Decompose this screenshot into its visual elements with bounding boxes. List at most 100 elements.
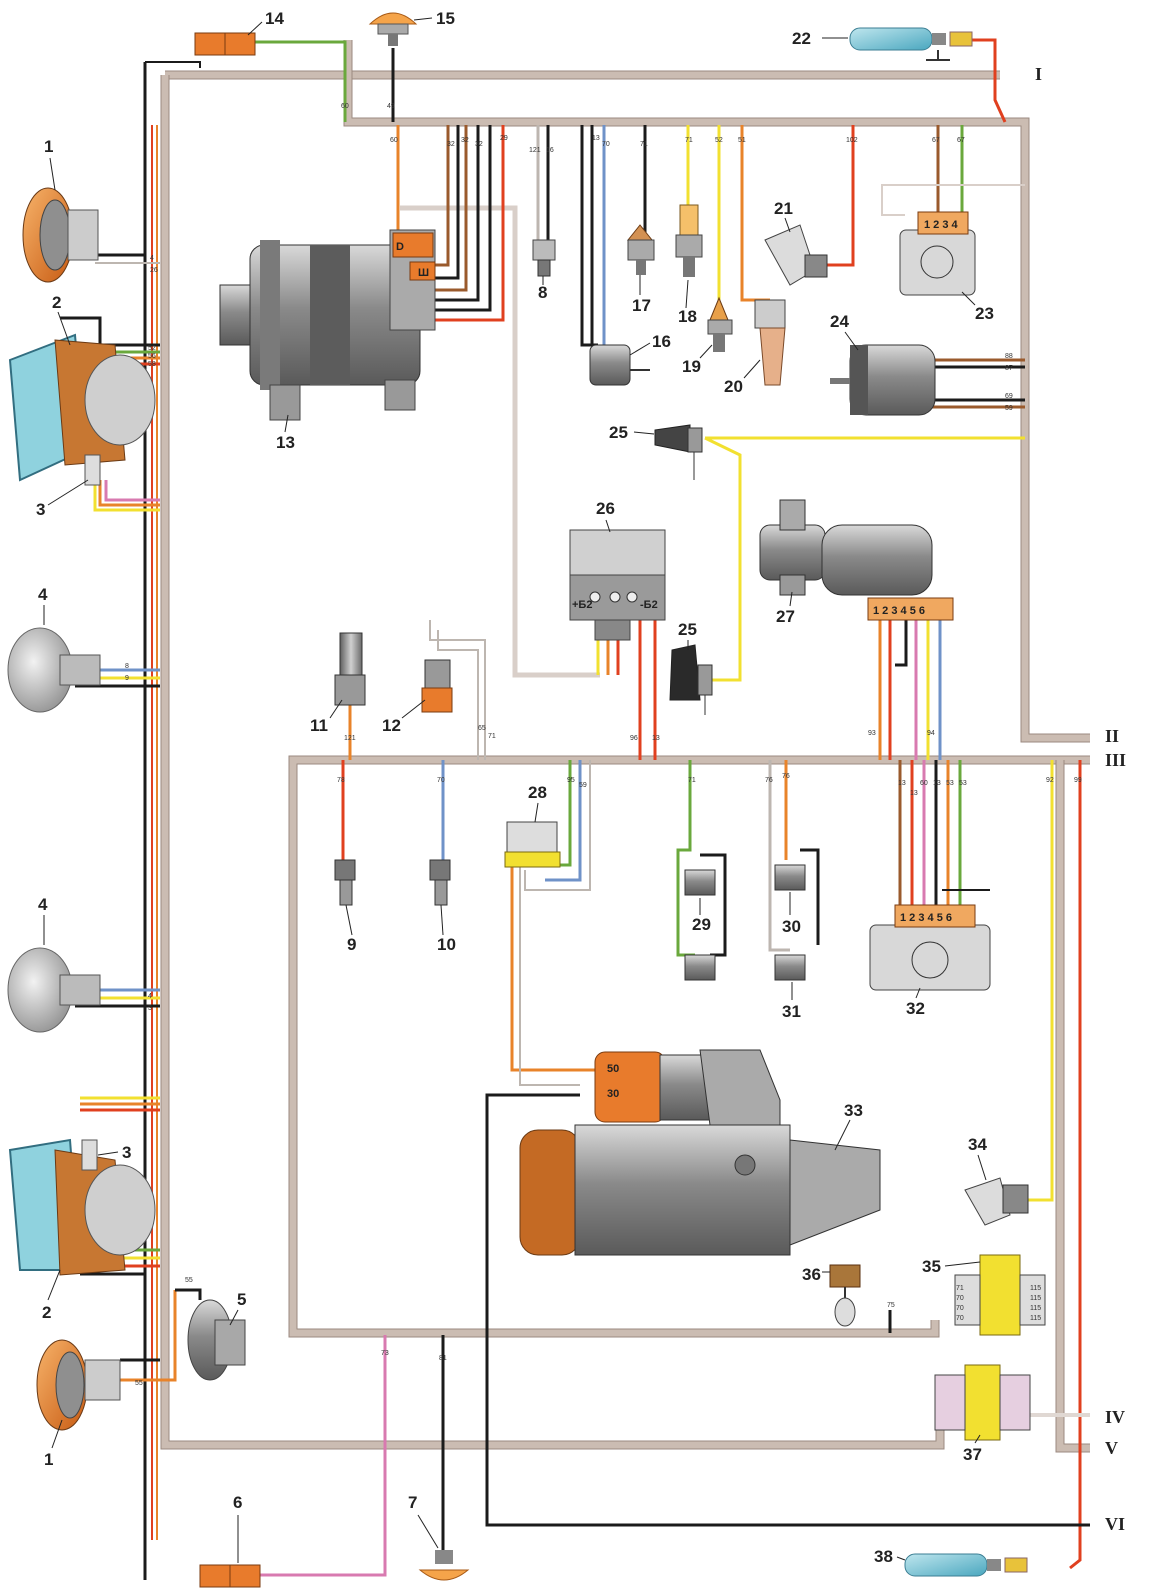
wire-number: 70 bbox=[956, 1305, 964, 1312]
component-8-sensor bbox=[532, 239, 556, 277]
wire-number: 59 bbox=[579, 782, 587, 789]
wire-number: 93 bbox=[868, 730, 876, 737]
component-32-relay: 1 2 3 4 5 6 bbox=[869, 904, 991, 991]
wire-number: 75 bbox=[887, 1302, 895, 1309]
component-1-top bbox=[22, 187, 99, 283]
wire-number: 71 bbox=[488, 733, 496, 740]
label-21: 21 bbox=[774, 199, 793, 218]
wire-number: 121 bbox=[529, 147, 541, 154]
label-34: 34 bbox=[968, 1135, 987, 1154]
component-13-generator: D Ш bbox=[219, 229, 436, 421]
wire-number: 70 bbox=[956, 1295, 964, 1302]
wire-number: 52 bbox=[148, 345, 156, 352]
label-8: 8 bbox=[538, 283, 547, 302]
label-1-top: 1 bbox=[44, 137, 53, 156]
label-24: 24 bbox=[830, 312, 849, 331]
wire-number: 96 bbox=[630, 735, 638, 742]
harness-label-IV: IV bbox=[1105, 1407, 1125, 1427]
wire-number: 55 bbox=[185, 1277, 193, 1284]
component-1-bottom bbox=[36, 1339, 121, 1431]
component-4-bottom bbox=[7, 947, 101, 1033]
label-1-bottom: 1 bbox=[44, 1450, 53, 1469]
wire-number: 87 bbox=[1005, 365, 1013, 372]
harness-label-VI: VI bbox=[1105, 1514, 1125, 1534]
wire-number: 13 bbox=[592, 135, 600, 142]
wire-number: 71 bbox=[640, 141, 648, 148]
wire-number: 4 bbox=[148, 993, 152, 1000]
component-9-sensor bbox=[334, 859, 356, 906]
component-28-relay bbox=[504, 821, 561, 868]
wire-number: 71 bbox=[956, 1285, 964, 1292]
component-3-top bbox=[84, 454, 101, 486]
label-6: 6 bbox=[233, 1493, 242, 1512]
component-6-connector bbox=[199, 1564, 261, 1588]
wire-number: 49 bbox=[387, 103, 395, 110]
wire-number: 52 bbox=[715, 137, 723, 144]
starter-50-label: 50 bbox=[607, 1063, 619, 1075]
reg-plus-label: +Б2 bbox=[572, 599, 592, 611]
component-2-bottom bbox=[8, 1138, 156, 1276]
wire-number: 76 bbox=[782, 773, 790, 780]
wire-number: 4 bbox=[150, 255, 154, 262]
reg-minus-label: -Б2 bbox=[640, 599, 658, 611]
gen-sh-label: Ш bbox=[418, 267, 429, 279]
wire-number: 59 bbox=[1005, 405, 1013, 412]
wire-number: 3 bbox=[148, 1005, 152, 1012]
label-16: 16 bbox=[652, 332, 671, 351]
wire-number: 32 bbox=[461, 137, 469, 144]
harness-labels: I II III IV V VI bbox=[1035, 64, 1126, 1534]
wire-number: 115 bbox=[1030, 1285, 1041, 1292]
label-18: 18 bbox=[678, 307, 697, 326]
label-22: 22 bbox=[792, 29, 811, 48]
wire-number: 56 bbox=[148, 353, 156, 360]
component-36 bbox=[829, 1264, 861, 1327]
label-33: 33 bbox=[844, 1101, 863, 1120]
component-37-block bbox=[934, 1364, 1031, 1441]
wire-number: 32 bbox=[475, 141, 483, 148]
component-16-distributor bbox=[589, 344, 650, 386]
wire-number: 115 bbox=[1030, 1305, 1041, 1312]
harness-label-I: I bbox=[1035, 64, 1042, 84]
wire-number: 13 bbox=[933, 780, 941, 787]
wire-number: 92 bbox=[1046, 777, 1054, 784]
wire-number: 65 bbox=[478, 725, 486, 732]
component-19-sensor bbox=[707, 296, 733, 352]
wire-number: 13 bbox=[910, 790, 918, 797]
component-2-top bbox=[8, 333, 156, 482]
component-23-relay: 1 2 3 4 bbox=[899, 211, 976, 296]
wire-number: 115 bbox=[1030, 1295, 1041, 1302]
component-3-bottom bbox=[81, 1139, 98, 1171]
component-12 bbox=[421, 659, 453, 713]
gen-d-label: D bbox=[396, 241, 404, 253]
starter-30-label: 30 bbox=[607, 1088, 619, 1100]
label-2-bottom: 2 bbox=[42, 1303, 51, 1322]
label-9: 9 bbox=[347, 935, 356, 954]
label-30: 30 bbox=[782, 917, 801, 936]
wire-number: 69 bbox=[1005, 393, 1013, 400]
wire-number: 67 bbox=[932, 137, 940, 144]
wire-number: 102 bbox=[846, 137, 858, 144]
wire-number: 13 bbox=[898, 780, 906, 787]
wire-number: 53 bbox=[959, 780, 967, 787]
component-17-sensor bbox=[626, 224, 655, 275]
label-17: 17 bbox=[632, 296, 651, 315]
wire-number: 71 bbox=[685, 137, 693, 144]
wire-number: 32 bbox=[447, 141, 455, 148]
component-11 bbox=[334, 632, 366, 706]
label-38: 38 bbox=[874, 1547, 893, 1566]
wire-number: 9 bbox=[125, 675, 129, 682]
label-25-bottom: 25 bbox=[678, 620, 697, 639]
label-12: 12 bbox=[382, 716, 401, 735]
wire-number: 94 bbox=[927, 730, 935, 737]
wire-number: 78 bbox=[337, 777, 345, 784]
component-18-sensor bbox=[675, 204, 703, 277]
label-31: 31 bbox=[782, 1002, 801, 1021]
wire-number: 99 bbox=[1074, 777, 1082, 784]
label-35: 35 bbox=[922, 1257, 941, 1276]
component-27-motor: 1 2 3 4 5 6 bbox=[759, 499, 954, 621]
wire-number: 81 bbox=[439, 1355, 447, 1362]
label-4-top: 4 bbox=[38, 585, 48, 604]
label-28: 28 bbox=[528, 783, 547, 802]
label-3-top: 3 bbox=[36, 500, 45, 519]
label-26: 26 bbox=[596, 499, 615, 518]
